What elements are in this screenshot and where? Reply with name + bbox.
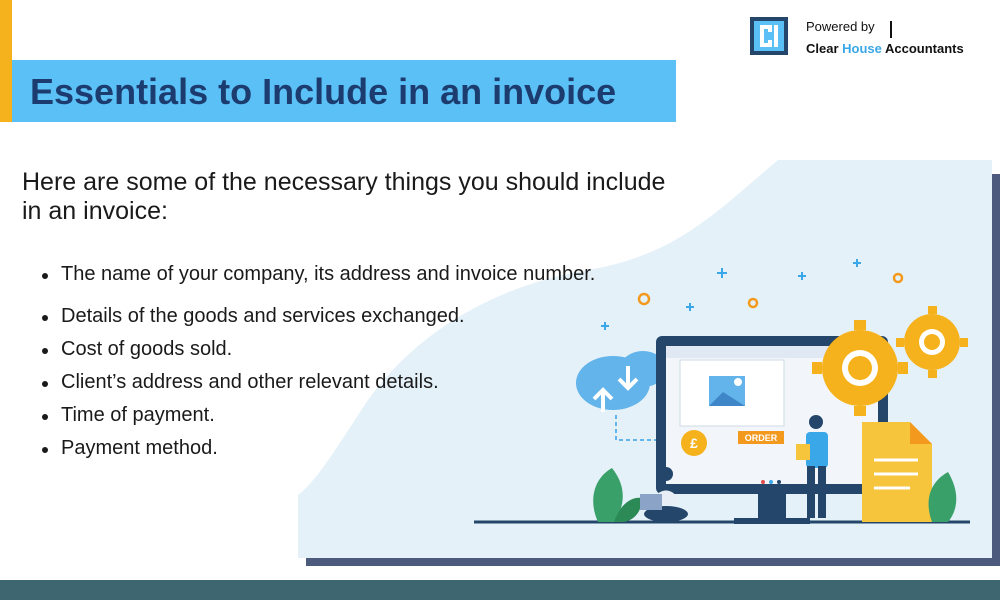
- essentials-list: The name of your company, its address an…: [40, 262, 620, 460]
- list-item: Time of payment.: [40, 403, 620, 427]
- brand-name: Clear House Accountants: [806, 41, 964, 56]
- page-title: Essentials to Include in an invoice: [30, 71, 617, 112]
- brand-name-highlight: House: [842, 41, 882, 56]
- title-band: [12, 60, 676, 122]
- footer-bar: [0, 580, 1000, 600]
- logo-divider: [890, 21, 892, 38]
- list-item: Client’s address and other relevant deta…: [40, 370, 620, 394]
- accent-bar: [0, 0, 12, 122]
- invoice-illustration: ORDER £: [298, 160, 1000, 566]
- order-label: ORDER: [745, 433, 778, 443]
- brand-name-part1: Clear: [806, 41, 843, 56]
- coin-symbol: £: [690, 435, 698, 451]
- brand-name-part2: Accountants: [881, 41, 964, 56]
- list-item: The name of your company, its address an…: [40, 262, 620, 286]
- list-item: Cost of goods sold.: [40, 337, 620, 361]
- intro-text: Here are some of the necessary things yo…: [22, 168, 666, 225]
- powered-by-label: Powered by: [806, 19, 875, 34]
- clear-house-logo-icon: [750, 17, 788, 55]
- list-item: Payment method.: [40, 436, 620, 460]
- list-item: Details of the goods and services exchan…: [40, 304, 620, 328]
